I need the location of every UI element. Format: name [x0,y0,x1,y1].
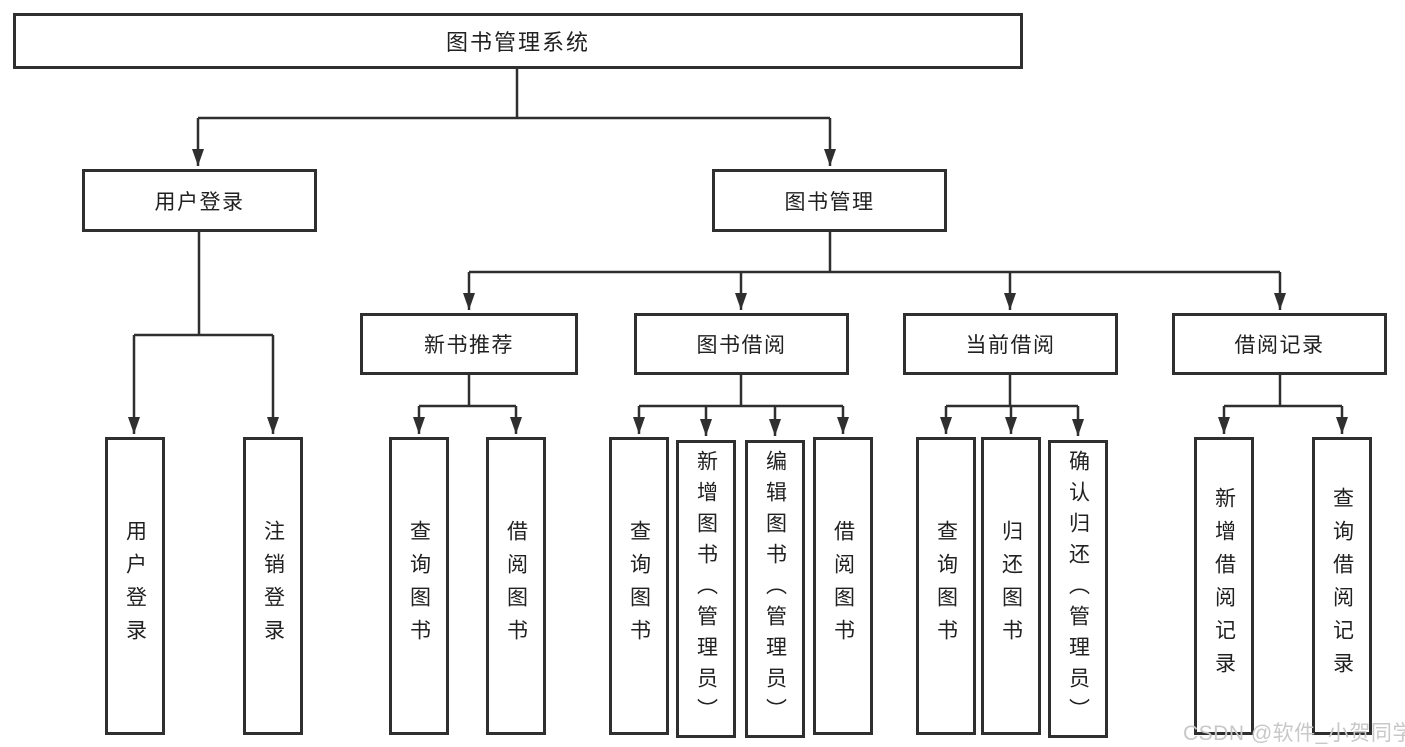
node-leaf-return-book: 归还图书 [981,437,1041,735]
node-leaf-confirm-return-admin: 确认归还（管理员） [1048,440,1108,738]
node-leaf-logout: 注销登录 [243,437,303,735]
node-borrow-record: 借阅记录 [1172,313,1387,375]
node-label: 查询图书 [407,520,431,652]
node-label: 确认归还（管理员） [1066,450,1090,729]
node-label: 查询借阅记录 [1330,487,1354,685]
node-leaf-add-borrow-record: 新增借阅记录 [1194,437,1254,735]
node-leaf-edit-book-admin: 编辑图书（管理员） [745,440,805,738]
node-label: 用户登录 [154,190,245,214]
node-label: 新书推荐 [424,334,514,357]
node-label: 查询图书 [934,520,958,652]
node-leaf-query-book-current: 查询图书 [916,437,976,735]
node-label: 注销登录 [261,520,285,652]
node-label: 新增借阅记录 [1212,487,1236,685]
node-book-management: 图书管理 [712,169,947,232]
node-label: 图书管理 [784,190,875,214]
node-label: 图书借阅 [696,334,787,357]
node-leaf-borrow-book-recommend: 借阅图书 [486,437,546,735]
node-current-borrow: 当前借阅 [903,313,1118,375]
node-label: 借阅图书 [831,520,855,652]
node-label: 新增图书（管理员） [694,450,718,729]
node-leaf-query-book-recommend: 查询图书 [389,437,449,735]
node-user-login: 用户登录 [82,169,317,232]
node-leaf-add-book-admin: 新增图书（管理员） [676,440,736,738]
node-label: 借阅图书 [504,520,528,652]
node-label: 图书管理系统 [445,30,590,55]
node-label: 编辑图书（管理员） [763,450,787,729]
node-label: 查询图书 [627,520,651,652]
node-new-book-recommend: 新书推荐 [360,313,578,375]
node-label: 归还图书 [999,520,1023,652]
node-leaf-borrow-book: 借阅图书 [813,437,873,735]
node-leaf-query-borrow-record: 查询借阅记录 [1312,437,1372,735]
node-label: 当前借阅 [965,334,1056,357]
node-label: 用户登录 [123,520,147,652]
node-book-borrow: 图书借阅 [634,313,849,375]
csdn-watermark: CSDN @软件_小贺同学 [1183,722,1405,745]
node-library-management-system: 图书管理系统 [13,13,1023,69]
node-leaf-query-book-borrow: 查询图书 [609,437,669,735]
node-label: 借阅记录 [1234,334,1325,357]
node-leaf-user-login: 用户登录 [105,437,165,735]
